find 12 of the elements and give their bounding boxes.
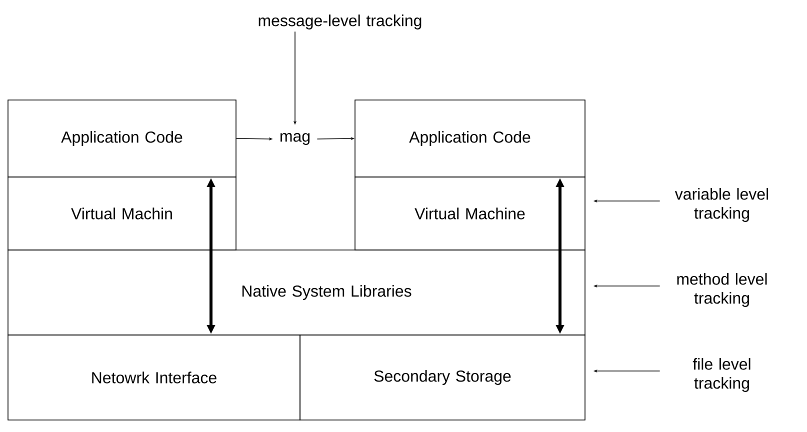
layer-box: Virtual Machin bbox=[8, 176, 236, 250]
layer-box: Secondary Storage bbox=[300, 334, 586, 420]
label-text: message-level tracking bbox=[258, 14, 422, 30]
label-text: mag bbox=[280, 133, 310, 145]
label-text: file level tracking bbox=[692, 358, 750, 392]
layer-box: Virtual Machine bbox=[354, 176, 586, 250]
layer-box: Native System Libraries bbox=[8, 250, 586, 336]
layer-box: Netowrk Interface bbox=[8, 334, 300, 420]
layer-box: Application Code bbox=[8, 100, 236, 178]
label-text: method level tracking bbox=[677, 273, 767, 307]
label-text: variable level tracking bbox=[674, 188, 768, 222]
layer-box: Application Code bbox=[354, 100, 586, 178]
